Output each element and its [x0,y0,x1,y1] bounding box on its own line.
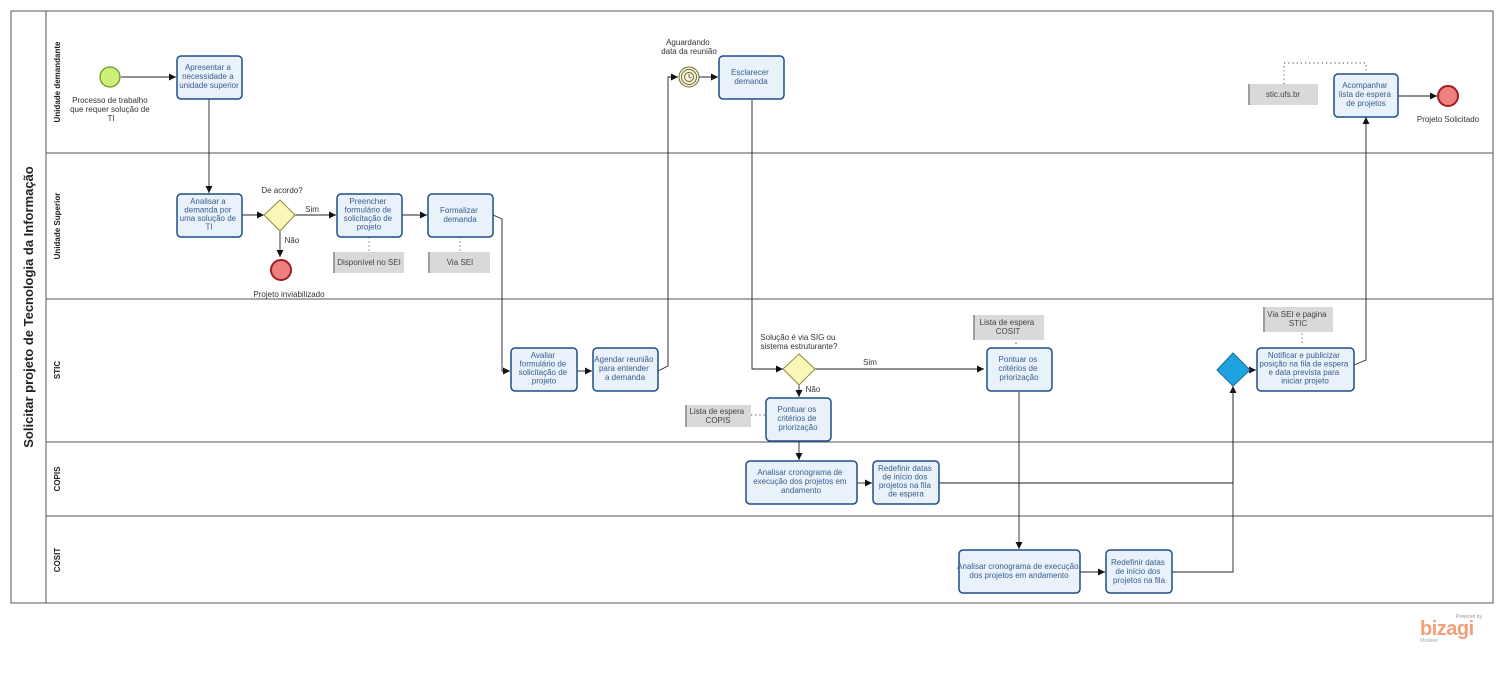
artifact-via-sei-pagina [1263,307,1333,332]
task-pontuar-criterios-copis[interactable] [765,397,832,442]
lane-title-unidade-superior: Unidade Superior [53,193,62,260]
task-analisar-demanda-text: Analisar a demanda por uma solução de TI [180,197,239,232]
task-acompanhar-text: Acompanhar lista de espera de projetos [1339,81,1393,108]
task-acompanhar-lista[interactable] [1333,73,1399,118]
gateway-solucao-sim: Sim [863,358,877,367]
start-event-label: Processo de trabalho que requer solução … [70,96,152,123]
gateway-solucao[interactable] [782,353,816,386]
task-pontuar-copis-text: Pontuar os critérios de priorização [777,405,818,432]
artifact-disponivel-sei-text: Disponível no SEI [337,258,401,267]
task-preencher-text: Preencher formulário de solicitação de p… [344,197,395,232]
gateway-solucao-nao: Não [806,385,821,394]
brand-name: bizagi [1420,618,1474,640]
task-notificar-text: Notificar e publicizar posição na fila d… [1259,351,1350,386]
artifact-stic-site-text: stic.ufs.br [1266,90,1301,99]
task-apresentar-text: Apresentar a necessidade a unidade super… [179,63,239,90]
artifact-disponivel-sei [333,252,404,273]
task-analisar-cronograma-cosit[interactable] [958,549,1081,594]
task-redefinir-copis-text: Redefinir datas de início dos projetos n… [878,464,934,499]
end-event-inviabilizado[interactable] [270,259,292,281]
task-preencher-formulario[interactable] [336,193,403,238]
artifact-stic-site [1248,84,1318,105]
end-inviabilizado-label: Projeto inviabilizado [253,290,325,299]
task-analisar-demanda[interactable] [176,193,243,238]
brand-powered-by: Powered by [1455,614,1482,620]
gateway-acordo-sim: Sim [305,205,319,214]
task-redefinir-datas-copis[interactable] [872,460,940,505]
task-agendar-reuniao[interactable] [592,347,659,392]
timer-event[interactable] [678,66,700,88]
task-analisar-copis-text: Analisar cronograma de execução dos proj… [753,468,849,495]
task-avaliar-formulario[interactable] [510,347,578,392]
task-analisar-cosit-text: Analisar cronograma de execução dos proj… [957,562,1081,580]
flow-esclarecer-gateway [751,100,783,373]
task-apresentar-necessidade[interactable] [176,55,243,100]
task-pontuar-cosit-text: Pontuar os critérios de priorização [998,355,1039,382]
flow-formalizar-avaliar [492,214,510,375]
task-redefinir-datas-cosit[interactable] [1105,549,1173,594]
end-event-solicitado[interactable] [1437,85,1459,107]
artifact-lista-copis-text: Lista de espera COPIS [690,407,747,425]
bizagi-logo: Powered by bizagi Modeler [1420,614,1490,648]
artifact-via-sei-pagina-text: Via SEI e pagina STIC [1267,310,1329,328]
lane-title-unidade-demandante: Unidade demandante [53,41,62,122]
gateway-de-acordo[interactable] [263,199,296,232]
gateway-acordo-question: De acordo? [261,186,303,195]
brand-product: Modeler [1420,638,1439,644]
clock-icon [684,72,694,82]
task-formalizar-text: Formalizar demanda [440,206,480,224]
lane-title-stic: STIC [53,361,62,379]
gateway-solucao-question: Solução é via SIG ou sistema estruturant… [760,333,838,351]
task-avaliar-text: Avaliar formulário de solicitação de pro… [519,351,570,386]
flow-notificar-acompanhar [1353,117,1370,366]
timer-event-label: Aguardando data da reunião [661,38,717,56]
task-analisar-cronograma-copis[interactable] [745,460,858,505]
task-agendar-text: Agendar reunião para entender a demanda [594,355,655,382]
flow-agendar-timer [657,73,678,372]
task-esclarecer-demanda[interactable] [718,55,785,100]
lane-title-cosit: COSIT [53,548,62,573]
task-redefinir-cosit-text: Redefinir datas de início dos projetos n… [1111,558,1167,585]
artifact-via-sei-text: Via SEI [447,258,474,267]
gateway-parallel[interactable] [1216,352,1251,387]
task-notificar-publicizar[interactable] [1256,347,1355,392]
task-esclarecer-text: Esclarecer demanda [731,68,771,86]
artifact-lista-copis [685,405,751,427]
artifact-lista-cosit [973,315,1044,340]
flow-redefinir-cosit-parallel [1172,386,1234,573]
lane-title-copis: COPIS [53,466,62,492]
end-solicitado-label: Projeto Solicitado [1417,115,1480,124]
task-pontuar-criterios-cosit[interactable] [986,347,1053,392]
pool-title: Solicitar projeto de Tecnologia da Infor… [21,166,36,448]
artifact-via-sei [428,252,490,273]
gateway-acordo-nao: Não [285,236,300,245]
artifact-lista-cosit-text: Lista de espera COSIT [980,318,1037,336]
start-event[interactable] [99,66,121,88]
task-formalizar-demanda[interactable] [427,193,494,238]
